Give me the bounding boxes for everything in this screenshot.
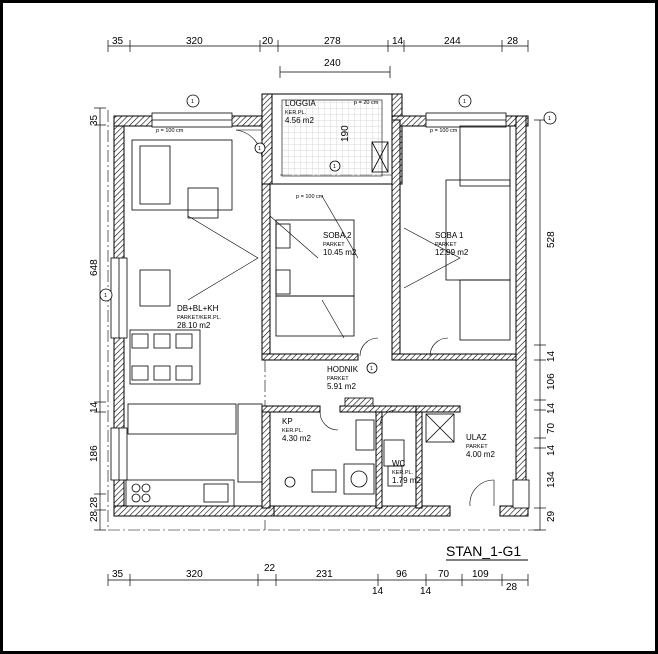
room-wc: WC KER.PL. 1.79 m2: [392, 459, 421, 485]
dim-label: 109: [472, 569, 489, 580]
room-floor: PARKET/KER.PL.: [177, 315, 222, 321]
room-area: 10.45 m2: [323, 248, 357, 257]
room-floor: PARKET: [327, 376, 349, 382]
dim-label: 28: [507, 36, 519, 47]
room-area: 28.10 m2: [177, 321, 211, 330]
room-area: 4.00 m2: [466, 450, 495, 459]
dim-label: 35: [89, 114, 100, 126]
dim-label: 35: [112, 36, 124, 47]
section-markers: [99, 94, 557, 374]
dim-label: 14: [546, 402, 557, 414]
room-floor: PARKET: [435, 242, 457, 248]
room-soba-1: SOBA 1 PARKET 12.99 m2: [435, 231, 469, 257]
plan-title: STAN_1-G1: [446, 543, 521, 559]
room-area: 1.79 m2: [392, 476, 421, 485]
loggia-dim: 190: [340, 125, 351, 142]
room-floor: KER.PL.: [392, 470, 414, 476]
dim-label: 106: [546, 373, 557, 390]
room-area: 4.30 m2: [282, 434, 311, 443]
window-note: p = 100 cm: [156, 128, 184, 134]
marker-label: 1: [370, 366, 373, 372]
room-living: DB+BL+KH PARKET/KER.PL. 28.10 m2: [177, 304, 222, 330]
room-kp: KP KER.PL. 4.30 m2: [282, 417, 311, 443]
dim-label: 528: [546, 231, 557, 248]
marker-label: 1: [258, 146, 261, 152]
top-dimension-labels: 35 320 20 278 14 244 28 240: [112, 36, 519, 69]
dim-label: 28: [89, 510, 100, 522]
dim-label: 29: [546, 510, 557, 522]
room-floor: PARKET: [466, 444, 488, 450]
dim-label: 648: [89, 259, 100, 276]
room-name: WC: [392, 459, 406, 468]
room-floor: KER.PL.: [282, 428, 304, 434]
room-name: SOBA 1: [435, 231, 464, 240]
left-dimension-labels: 35 648 14 186 28 28: [89, 114, 100, 522]
dim-label: 14: [392, 36, 404, 47]
furniture: [125, 125, 511, 507]
right-dimension-chain: [534, 119, 546, 531]
dim-label: 96: [396, 569, 408, 580]
room-hodnik: HODNIK PARKET 5.91 m2: [327, 365, 359, 391]
window-note: p = 100 cm: [430, 128, 458, 134]
room-name: HODNIK: [327, 365, 359, 374]
dim-label: 35: [112, 569, 124, 580]
dim-label: 186: [89, 445, 100, 462]
room-floor: PARKET: [323, 242, 345, 248]
plan-notes: p = 100 cm p = 100 cm p = 100 cm p = 20 …: [156, 100, 458, 200]
dim-label: 320: [186, 569, 203, 580]
dim-label: 14: [420, 586, 432, 597]
dim-label: 278: [324, 36, 341, 47]
dim-label: 231: [316, 569, 333, 580]
dim-label: 70: [546, 422, 557, 434]
marker-label: 1: [104, 293, 107, 299]
right-dimension-labels: 528 14 106 14 70 14 134 29: [546, 231, 557, 522]
dim-label: 28: [89, 496, 100, 508]
room-area: 4.56 m2: [285, 116, 314, 125]
dim-label: 134: [546, 471, 557, 488]
bottom-dimension-labels: 35 320 22 231 96 109 70 14 14 28: [112, 563, 518, 597]
room-loggia: LOGGIA KER.PL. 4.56 m2: [285, 99, 316, 125]
room-name: SOBA 2: [323, 231, 352, 240]
room-name: DB+BL+KH: [177, 304, 219, 313]
dim-label: 14: [372, 586, 384, 597]
dim-label: 28: [506, 582, 518, 593]
marker-label: 1: [548, 116, 551, 122]
section-marker-labels: 1 1 1 1 1 1 1: [104, 99, 551, 372]
dim-label: 22: [264, 563, 276, 574]
marker-label: 1: [333, 164, 336, 170]
left-dimension-chain: [94, 107, 106, 531]
top-dimension-chain: [107, 40, 529, 78]
loggia-note: p = 20 cm: [354, 100, 379, 106]
bottom-dimension-chain: [107, 574, 529, 586]
dim-label: 14: [89, 401, 100, 413]
dim-label: 240: [324, 58, 341, 69]
window-note: p = 100 cm: [296, 194, 324, 200]
room-name: LOGGIA: [285, 99, 316, 108]
room-ulaz: ULAZ PARKET 4.00 m2: [466, 433, 495, 459]
room-labels: LOGGIA KER.PL. 4.56 m2 SOBA 2 PARKET 10.…: [177, 99, 495, 485]
marker-label: 1: [463, 99, 466, 105]
dim-label: 70: [438, 569, 450, 580]
room-name: ULAZ: [466, 433, 487, 442]
dim-label: 244: [444, 36, 461, 47]
dim-label: 320: [186, 36, 203, 47]
dim-label: 14: [546, 444, 557, 456]
room-floor: KER.PL.: [285, 110, 307, 116]
room-name: KP: [282, 417, 293, 426]
marker-label: 1: [191, 99, 194, 105]
room-area: 5.91 m2: [327, 382, 356, 391]
dim-label: 20: [262, 36, 274, 47]
room-area: 12.99 m2: [435, 248, 469, 257]
room-soba-2: SOBA 2 PARKET 10.45 m2: [323, 231, 357, 257]
dim-label: 14: [546, 350, 557, 362]
door-swings: [187, 129, 495, 507]
